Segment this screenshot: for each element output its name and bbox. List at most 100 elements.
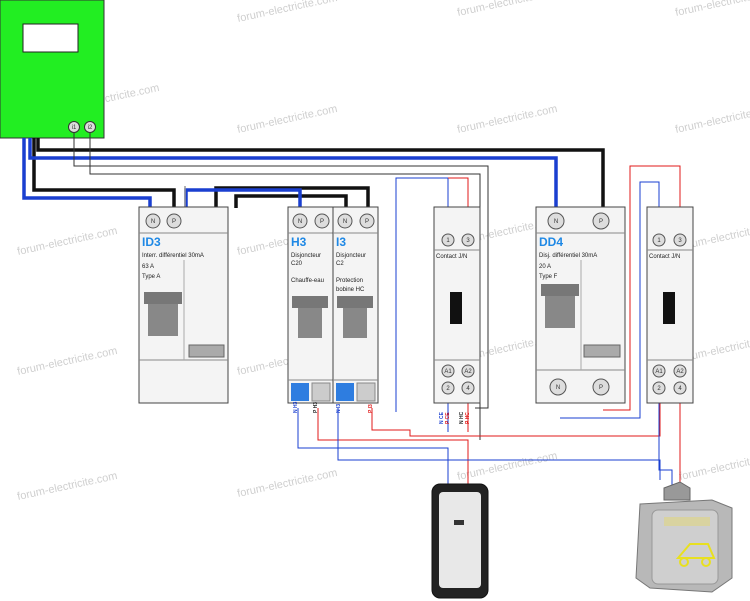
module-c2-term-a1-label: A1 [655, 369, 663, 375]
watermark-12: forum-electricite.com [16, 345, 118, 378]
watermark-1: forum-electricite.com [236, 0, 338, 25]
wire-neutral-bridge [184, 188, 302, 208]
watermark-7: forum-electricite.com [674, 103, 750, 136]
watermark-3: forum-electricite.com [674, 0, 750, 19]
module-c2-term-a2 [673, 364, 687, 378]
module-id3-term-n [145, 213, 161, 229]
supply-wires [22, 138, 605, 208]
module-h3-term-p [314, 213, 330, 229]
module-i3-lever [343, 308, 367, 338]
module-dd4-term-n [547, 212, 565, 230]
module-i3-term-n-label: N [343, 219, 347, 225]
module-dd4-lever [545, 296, 575, 328]
module-dd4-test-button [583, 344, 621, 358]
module-dd4-term-bottom-p-label: P [599, 385, 603, 391]
wire-phase-main [32, 138, 176, 208]
module-i3-line4: bobine HC [336, 287, 365, 293]
module-c2-term-3 [673, 233, 687, 247]
module-dd4-term-p [592, 212, 610, 230]
meter-terminal-i2 [84, 121, 96, 133]
module-c2-term-a1 [652, 364, 666, 378]
wire-phase-bridge [214, 186, 370, 208]
module-i3-title: I3 [336, 235, 346, 249]
module-dd4-term-bottom-p [592, 378, 610, 396]
module-i3: N P I3 Disjoncteur C2 Protection bobine … [332, 206, 379, 404]
module-id3-line2: 63 A [142, 264, 154, 270]
water-heater-indicator [454, 520, 464, 525]
module-c1-term-a1-label: A1 [444, 369, 452, 375]
module-c2-term-4-label: 4 [678, 386, 682, 392]
module-h3-line2: C20 [291, 261, 303, 267]
module-c2-term-3-label: 3 [678, 238, 682, 244]
module-i3-line2: C2 [336, 261, 344, 267]
module-h3-lever [298, 308, 322, 338]
module-i3-lever-top [337, 296, 373, 308]
wire-label-p-i3: P I3 [368, 404, 374, 413]
module-h3-line1: Disjoncteur [291, 253, 321, 259]
module-c2-term-2-label: 2 [657, 386, 661, 392]
wire-labels-left: N H3 P H3 N I3 P I3 [293, 401, 374, 413]
watermark-2: forum-electricite.com [456, 0, 558, 19]
ev-socket-label [664, 517, 710, 526]
module-c2-switch [663, 292, 675, 324]
meter-terminal-i1-label: i1 [72, 125, 77, 131]
module-i3-term-n [337, 213, 353, 229]
module-c1-term-2 [441, 381, 455, 395]
module-dd4-title: DD4 [539, 235, 563, 249]
module-contactor-1: 1 3 Contact J/N A1 A2 2 4 [433, 206, 481, 404]
water-heater [431, 483, 489, 599]
module-h3-term-p-label: P [320, 219, 324, 225]
module-c2-term-4 [673, 381, 687, 395]
module-c1-switch [450, 292, 462, 324]
wire-label-n-h3: N H3 [293, 401, 299, 413]
module-c1-term-a2-label: A2 [464, 369, 472, 375]
wire-hc-p [371, 392, 661, 437]
wire-ce-p [317, 408, 469, 484]
ev-socket [635, 481, 733, 593]
module-id3-lever [148, 304, 178, 336]
module-c1-term-a2 [461, 364, 475, 378]
module-dd4-term-bottom-n [549, 378, 567, 396]
module-id3-term-p-label: P [172, 219, 176, 225]
module-c2-term-1-label: 1 [657, 238, 661, 244]
module-c2-term-2 [652, 381, 666, 395]
module-c1-term-1-label: 1 [446, 238, 450, 244]
wire-label-n-ce: N CE [439, 411, 445, 424]
ev-socket-face [651, 509, 719, 585]
signal-wires [73, 133, 681, 486]
module-id3-title: ID3 [142, 235, 161, 249]
module-h3-title: H3 [291, 235, 307, 249]
module-dd4-term-p-label: P [599, 219, 603, 225]
module-c2-term-a2-label: A2 [676, 369, 684, 375]
module-c1-term-3-label: 3 [466, 238, 470, 244]
module-id3-line3: Type A [142, 274, 160, 280]
watermark-17: forum-electricite.com [236, 467, 338, 500]
module-id3-lever-top [144, 292, 182, 304]
module-c1-term-4-label: 4 [466, 386, 470, 392]
module-i3-line3: Protection [336, 278, 363, 284]
module-c1-term-3 [461, 233, 475, 247]
ev-socket-gland [663, 481, 691, 501]
wire-phase-dd4 [36, 138, 605, 208]
watermark-19: forum-electricite.com [678, 450, 750, 483]
meter: i1 i2 [0, 0, 105, 139]
module-h3-terminal-n [291, 383, 309, 401]
module-id3-line1: Interr. différentiel 30mA [142, 253, 204, 259]
module-h3: N P H3 Disjoncteur C20 Chauffe-eau [287, 206, 334, 404]
wire-c2-3 [603, 165, 681, 411]
module-c1-term-4 [461, 381, 475, 395]
wire-ce-n [297, 408, 449, 484]
meter-box [0, 0, 105, 139]
module-dd4-line3: Type F [539, 274, 558, 280]
wire-c2-a1 [658, 390, 673, 486]
module-i3-line1: Disjoncteur [336, 253, 366, 259]
module-c2-label: Contact J/N [649, 254, 680, 260]
wire-labels-mid: N CE P CE N HC P HC [439, 411, 471, 424]
module-dd4-line1: Disj. différentiel 30mA [539, 253, 597, 259]
module-id3-term-p [166, 213, 182, 229]
module-dd4: N P DD4 Disj. différentiel 30mA 20 A Typ… [535, 206, 626, 404]
module-h3-term-n-label: N [298, 219, 302, 225]
module-dd4-term-n-label: N [554, 219, 558, 225]
module-h3-term-n [292, 213, 308, 229]
